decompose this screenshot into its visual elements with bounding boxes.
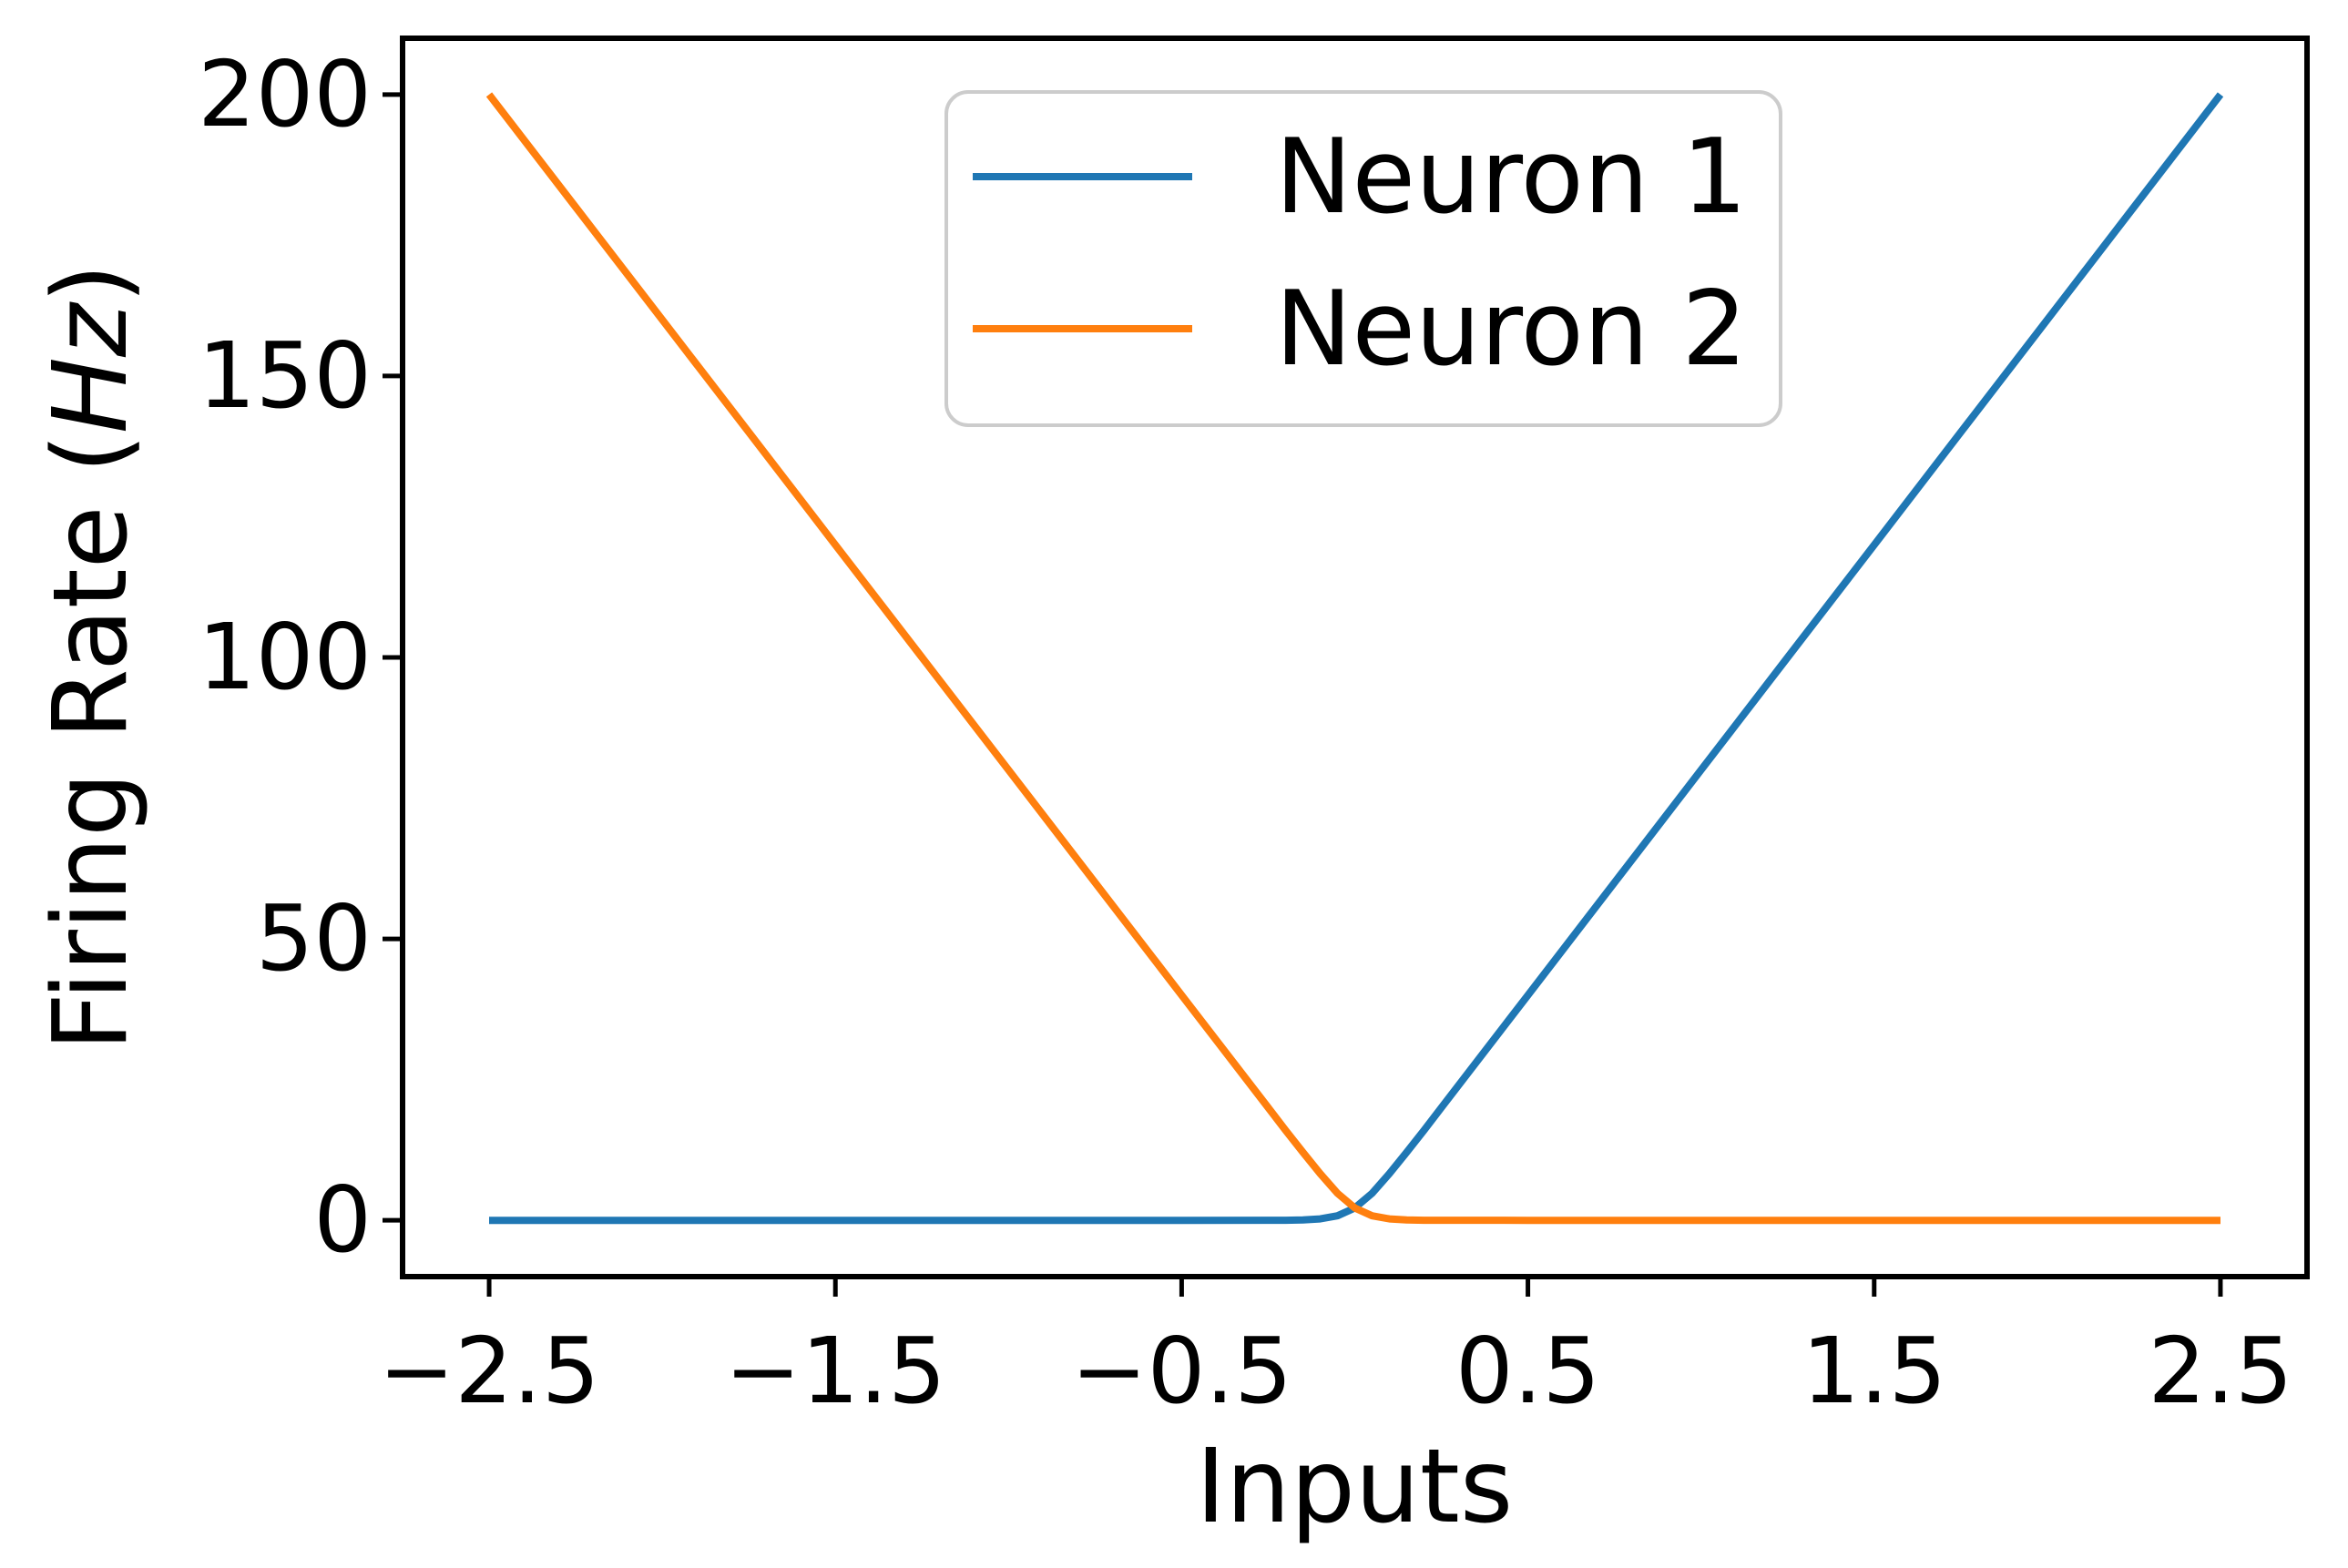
y-axis-label: Firing Rate (Hz): [32, 263, 150, 1051]
series-line-neuron-2: [485, 92, 2220, 1225]
y-axis-label-close: ): [31, 263, 150, 304]
legend-line-sample-neuron-2: [973, 325, 1192, 332]
y-axis-label-unit: Hz: [31, 303, 150, 434]
x-axis-label: Inputs: [1195, 1428, 1514, 1546]
legend-label-neuron-1: Neuron 1: [1275, 116, 1748, 237]
y-axis-label-text: Firing Rate (: [31, 433, 150, 1052]
legend-line-sample-neuron-1: [973, 173, 1192, 180]
legend-label-neuron-2: Neuron 2: [1275, 268, 1748, 389]
legend: Neuron 1 Neuron 2: [944, 90, 1782, 427]
